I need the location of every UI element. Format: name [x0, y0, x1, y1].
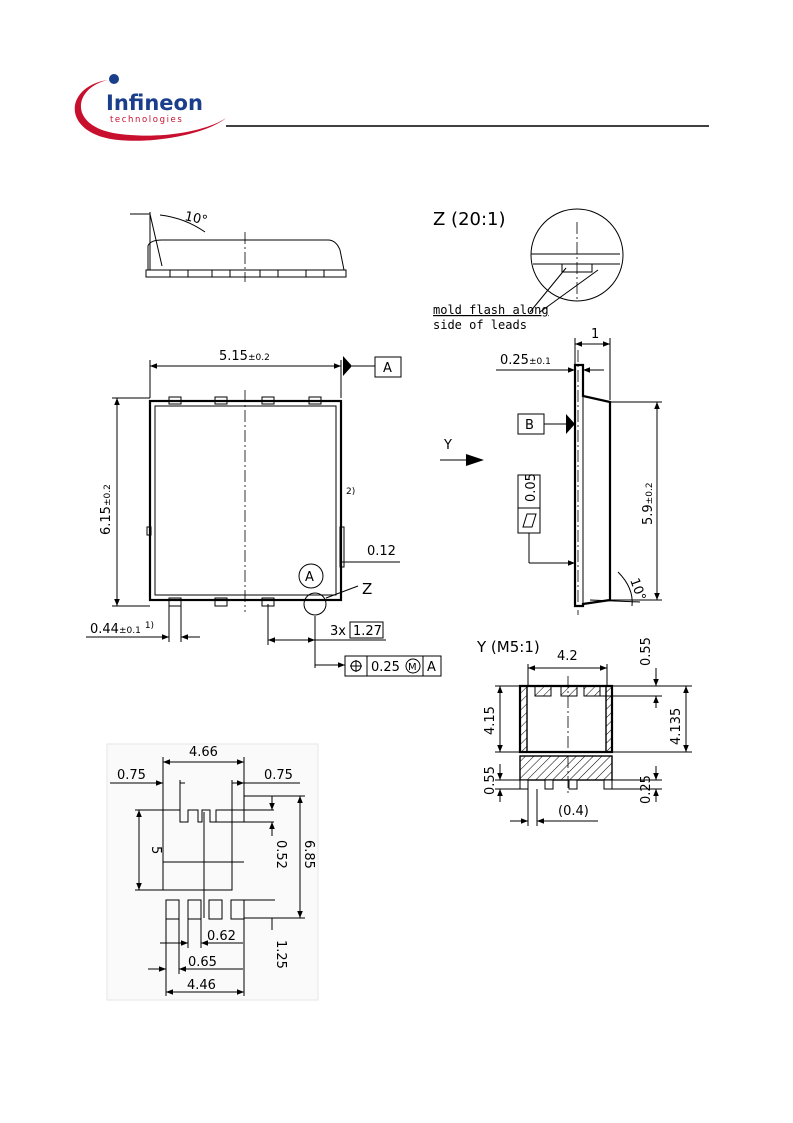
- lead-width-footnote: 1): [145, 621, 154, 631]
- fp-width-top: 4.66: [189, 745, 218, 760]
- view-y-top-gap: 0.55: [639, 637, 654, 666]
- view-y-left-height: 4.15: [483, 706, 498, 735]
- body-thickness: 1: [591, 327, 599, 342]
- mold-flash-note-1: mold flash along: [433, 303, 549, 317]
- side-height-tol: ±0.2: [645, 482, 655, 504]
- fp-width-bottom: 4.46: [187, 978, 216, 993]
- view-y-right-height: 4.135: [669, 708, 684, 745]
- lead-offset: 0.12: [367, 544, 396, 559]
- fp-pad-width: 0.62: [207, 929, 236, 944]
- footnote-2: 2): [346, 487, 355, 497]
- fp-margin-left: 0.75: [117, 768, 146, 783]
- pitch-prefix: 3x: [330, 624, 346, 639]
- view-y-pad-width: 4.2: [557, 649, 578, 664]
- svg-text:0.44±0.11): 0.44±0.1 1): [90, 621, 154, 637]
- lead-width-value: 0.44: [90, 622, 119, 637]
- detail-z-title: Z (20:1): [433, 209, 506, 230]
- lead-thickness-tol: ±0.1: [529, 357, 551, 367]
- top-width-tol: ±0.2: [248, 353, 270, 363]
- datum-b-box: B: [525, 418, 534, 433]
- datum-a-box: A: [383, 361, 392, 376]
- top-height-tol: ±0.2: [103, 484, 113, 506]
- pitch-value: 1.27: [353, 624, 382, 639]
- view-y-bottom-gap-right: 0.25: [639, 775, 654, 804]
- fp-margin-right: 0.75: [264, 768, 293, 783]
- view-y-bottom-gap-left: 0.55: [483, 766, 498, 795]
- side-view-right: 1 0.25±0.1 B Y 0.05 5.9±0.2 10°: [440, 327, 662, 615]
- position-tolerance: 0.25: [371, 660, 400, 675]
- top-width-value: 5.15: [219, 349, 248, 364]
- view-arrow-y: Y: [443, 438, 452, 453]
- datum-circle-a: A: [305, 570, 314, 585]
- mmc-modifier: M: [408, 662, 417, 673]
- logo-dot: [109, 74, 119, 84]
- view-y-lead-pitch: (0.4): [558, 804, 589, 819]
- brand-name: Infineon: [106, 91, 203, 115]
- view-y-title: Y (M5:1): [476, 638, 540, 656]
- svg-text:5.15±0.2: 5.15±0.2: [219, 349, 270, 364]
- fp-pad-length: 1.25: [273, 940, 288, 969]
- view-y: Y (M5:1) 4.2 0.55 4: [476, 637, 692, 826]
- side-height-value: 5.9: [641, 504, 656, 525]
- mold-flash-note-2: side of leads: [433, 318, 527, 332]
- tolerance-datum-a: A: [427, 660, 436, 675]
- brand-tagline: technologies: [110, 115, 183, 125]
- top-view: 5.15±0.2 A 6.15±0.2 2) 0.12 A Z 0.44±0.1…: [86, 349, 442, 677]
- side-view-angle: 10°: [183, 209, 209, 228]
- svg-text:0.25±0.1: 0.25±0.1: [500, 353, 551, 368]
- footprint-view: 4.66 0.75 0.75 5 0.52 6.85 1.25: [106, 743, 319, 1001]
- logo-swoosh: [74, 80, 226, 141]
- svg-text:6.15±0.2: 6.15±0.2: [99, 484, 114, 535]
- flatness-value: 0.05: [524, 473, 539, 502]
- lead-thickness-value: 0.25: [500, 353, 529, 368]
- lead-width-tol: ±0.1: [119, 626, 141, 636]
- top-height-value: 6.15: [99, 506, 114, 535]
- svg-text:5.9±0.2: 5.9±0.2: [641, 482, 656, 525]
- side-right-angle: 10°: [626, 576, 648, 603]
- fp-inner-gap: 0.52: [273, 840, 288, 869]
- company-logo: Infineon technologies: [74, 74, 226, 141]
- side-view-top: 10°: [130, 209, 347, 282]
- detail-z: Z (20:1) mold flash along side of leads: [433, 208, 624, 332]
- fp-pad-height: 5: [148, 846, 163, 854]
- fp-total-height: 6.85: [301, 840, 316, 869]
- detail-marker-z: Z: [362, 580, 372, 598]
- fp-pad-pitch: 0.65: [188, 955, 217, 970]
